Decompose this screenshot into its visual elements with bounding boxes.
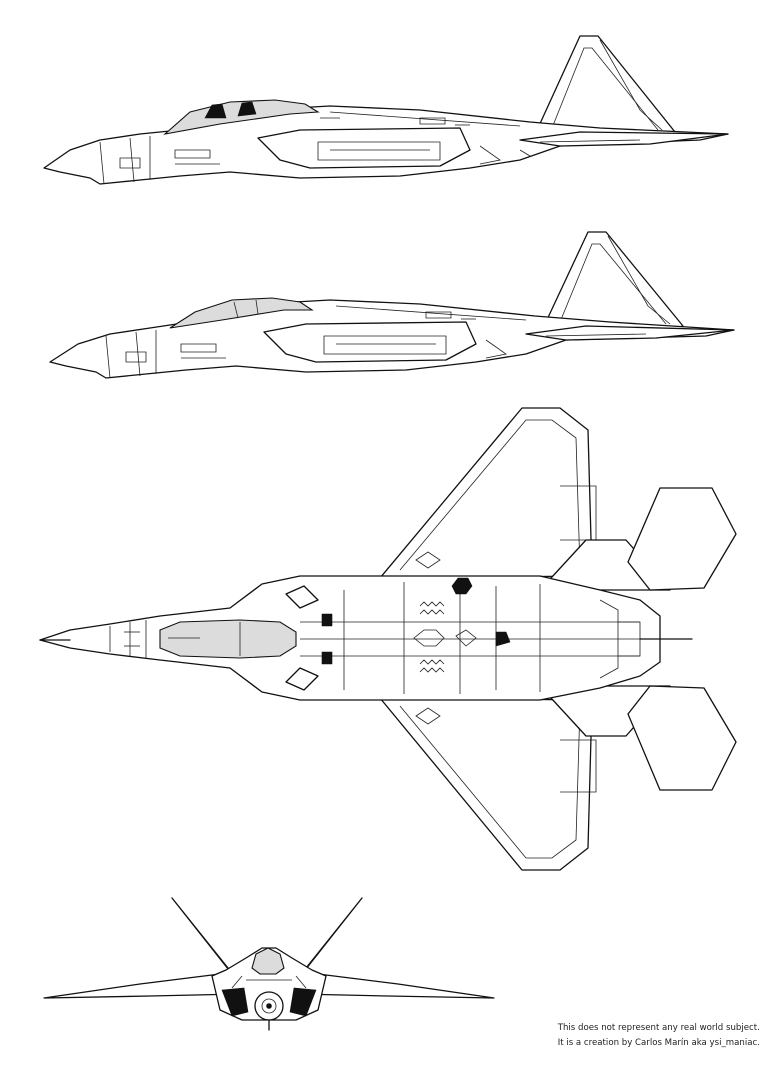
side-view-1-airframe (43, 35, 729, 185)
author-caption: This does not represent any real world s… (558, 1021, 760, 1051)
top-view-airframe (39, 407, 737, 871)
side-view-2-airframe (49, 231, 735, 379)
author-credit-text: It is a creation by Carlos Marín aka ysi… (557, 1038, 760, 1048)
front-view-airframe (43, 897, 495, 1031)
disclaimer-text: This does not represent any real world s… (557, 1023, 760, 1033)
